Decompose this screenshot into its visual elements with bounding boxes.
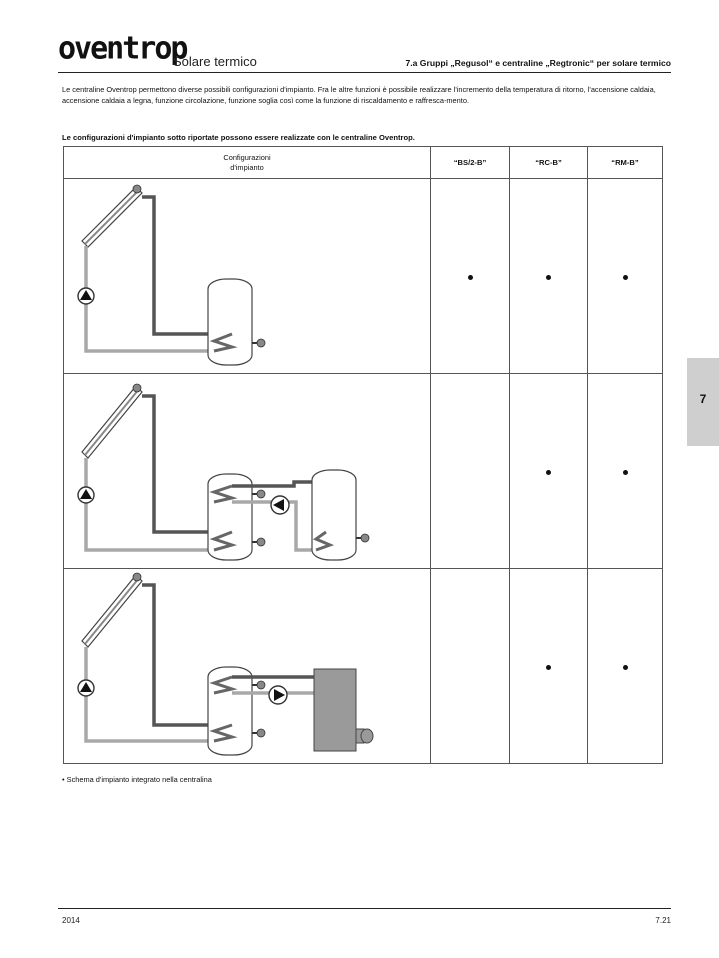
solar-collector-icon [81,572,143,648]
boiler-icon [313,668,374,752]
diagram-storage-boiler [77,572,374,756]
header-config-line2: d'impianto [230,162,264,172]
header-rule [58,72,671,73]
cell-bs2b [430,568,510,764]
diagram-two-storage [77,383,370,561]
storage-tank-icon [311,469,370,561]
table-row [63,568,663,764]
storage-tank-icon [207,666,266,756]
storage-tank-icon [207,473,266,561]
cell-rmb [587,178,663,374]
cell-rcb [509,373,588,569]
support-dot [546,275,551,280]
table-row [63,178,663,374]
table-header-row: Configurazioni d'impianto “BS/2-B” “RC-B… [63,146,663,179]
footer-year: 2014 [62,916,80,925]
cell-bs2b [430,178,510,374]
chapter-tab[interactable]: 7 [687,358,719,446]
storage-tank-icon [207,278,266,366]
cell-rmb [587,373,663,569]
solar-collector-icon [81,184,143,248]
support-dot [546,665,551,670]
cell-bs2b [430,373,510,569]
boiler-pump-icon [268,685,288,705]
support-dot [546,470,551,475]
support-dot [467,275,473,280]
table-row [63,373,663,569]
diagram-cell [63,178,431,374]
product-title: Solare termico [173,54,257,69]
support-dot [622,665,628,670]
transfer-pump-icon [270,495,290,515]
table-subheading: Le configurazioni d'impianto sotto ripor… [62,133,415,142]
cell-rcb [509,178,588,374]
pump-icon [77,679,95,697]
footer-rule [58,908,671,909]
header-bs2b: “BS/2-B” [430,146,510,179]
brand-logo: oventrop [58,30,188,67]
solar-collector-icon [81,383,143,459]
configuration-table: Configurazioni d'impianto “BS/2-B” “RC-B… [63,146,663,764]
header-rmb: “RM-B” [587,146,663,179]
pump-icon [77,287,95,305]
chapter-tab-label: 7 [699,392,707,406]
header-config-line1: Configurazioni [223,153,271,163]
cell-rcb [509,568,588,764]
diagram-cell [63,568,431,764]
diagram-single-storage [77,184,266,366]
support-dot [622,275,628,280]
cell-rmb [587,568,663,764]
diagram-cell [63,373,431,569]
header-rcb: “RC-B” [509,146,588,179]
footnote: • Schema d'impianto integrato nella cent… [62,775,212,784]
pump-icon [77,486,95,504]
header-config: Configurazioni d'impianto [63,146,431,179]
section-title: 7.a Gruppi „Regusol“ e centraline „Regtr… [405,58,671,68]
support-dot [622,470,628,475]
intro-paragraph: Le centraline Oventrop permettono divers… [62,85,656,105]
footer-page-number: 7.21 [655,916,671,925]
